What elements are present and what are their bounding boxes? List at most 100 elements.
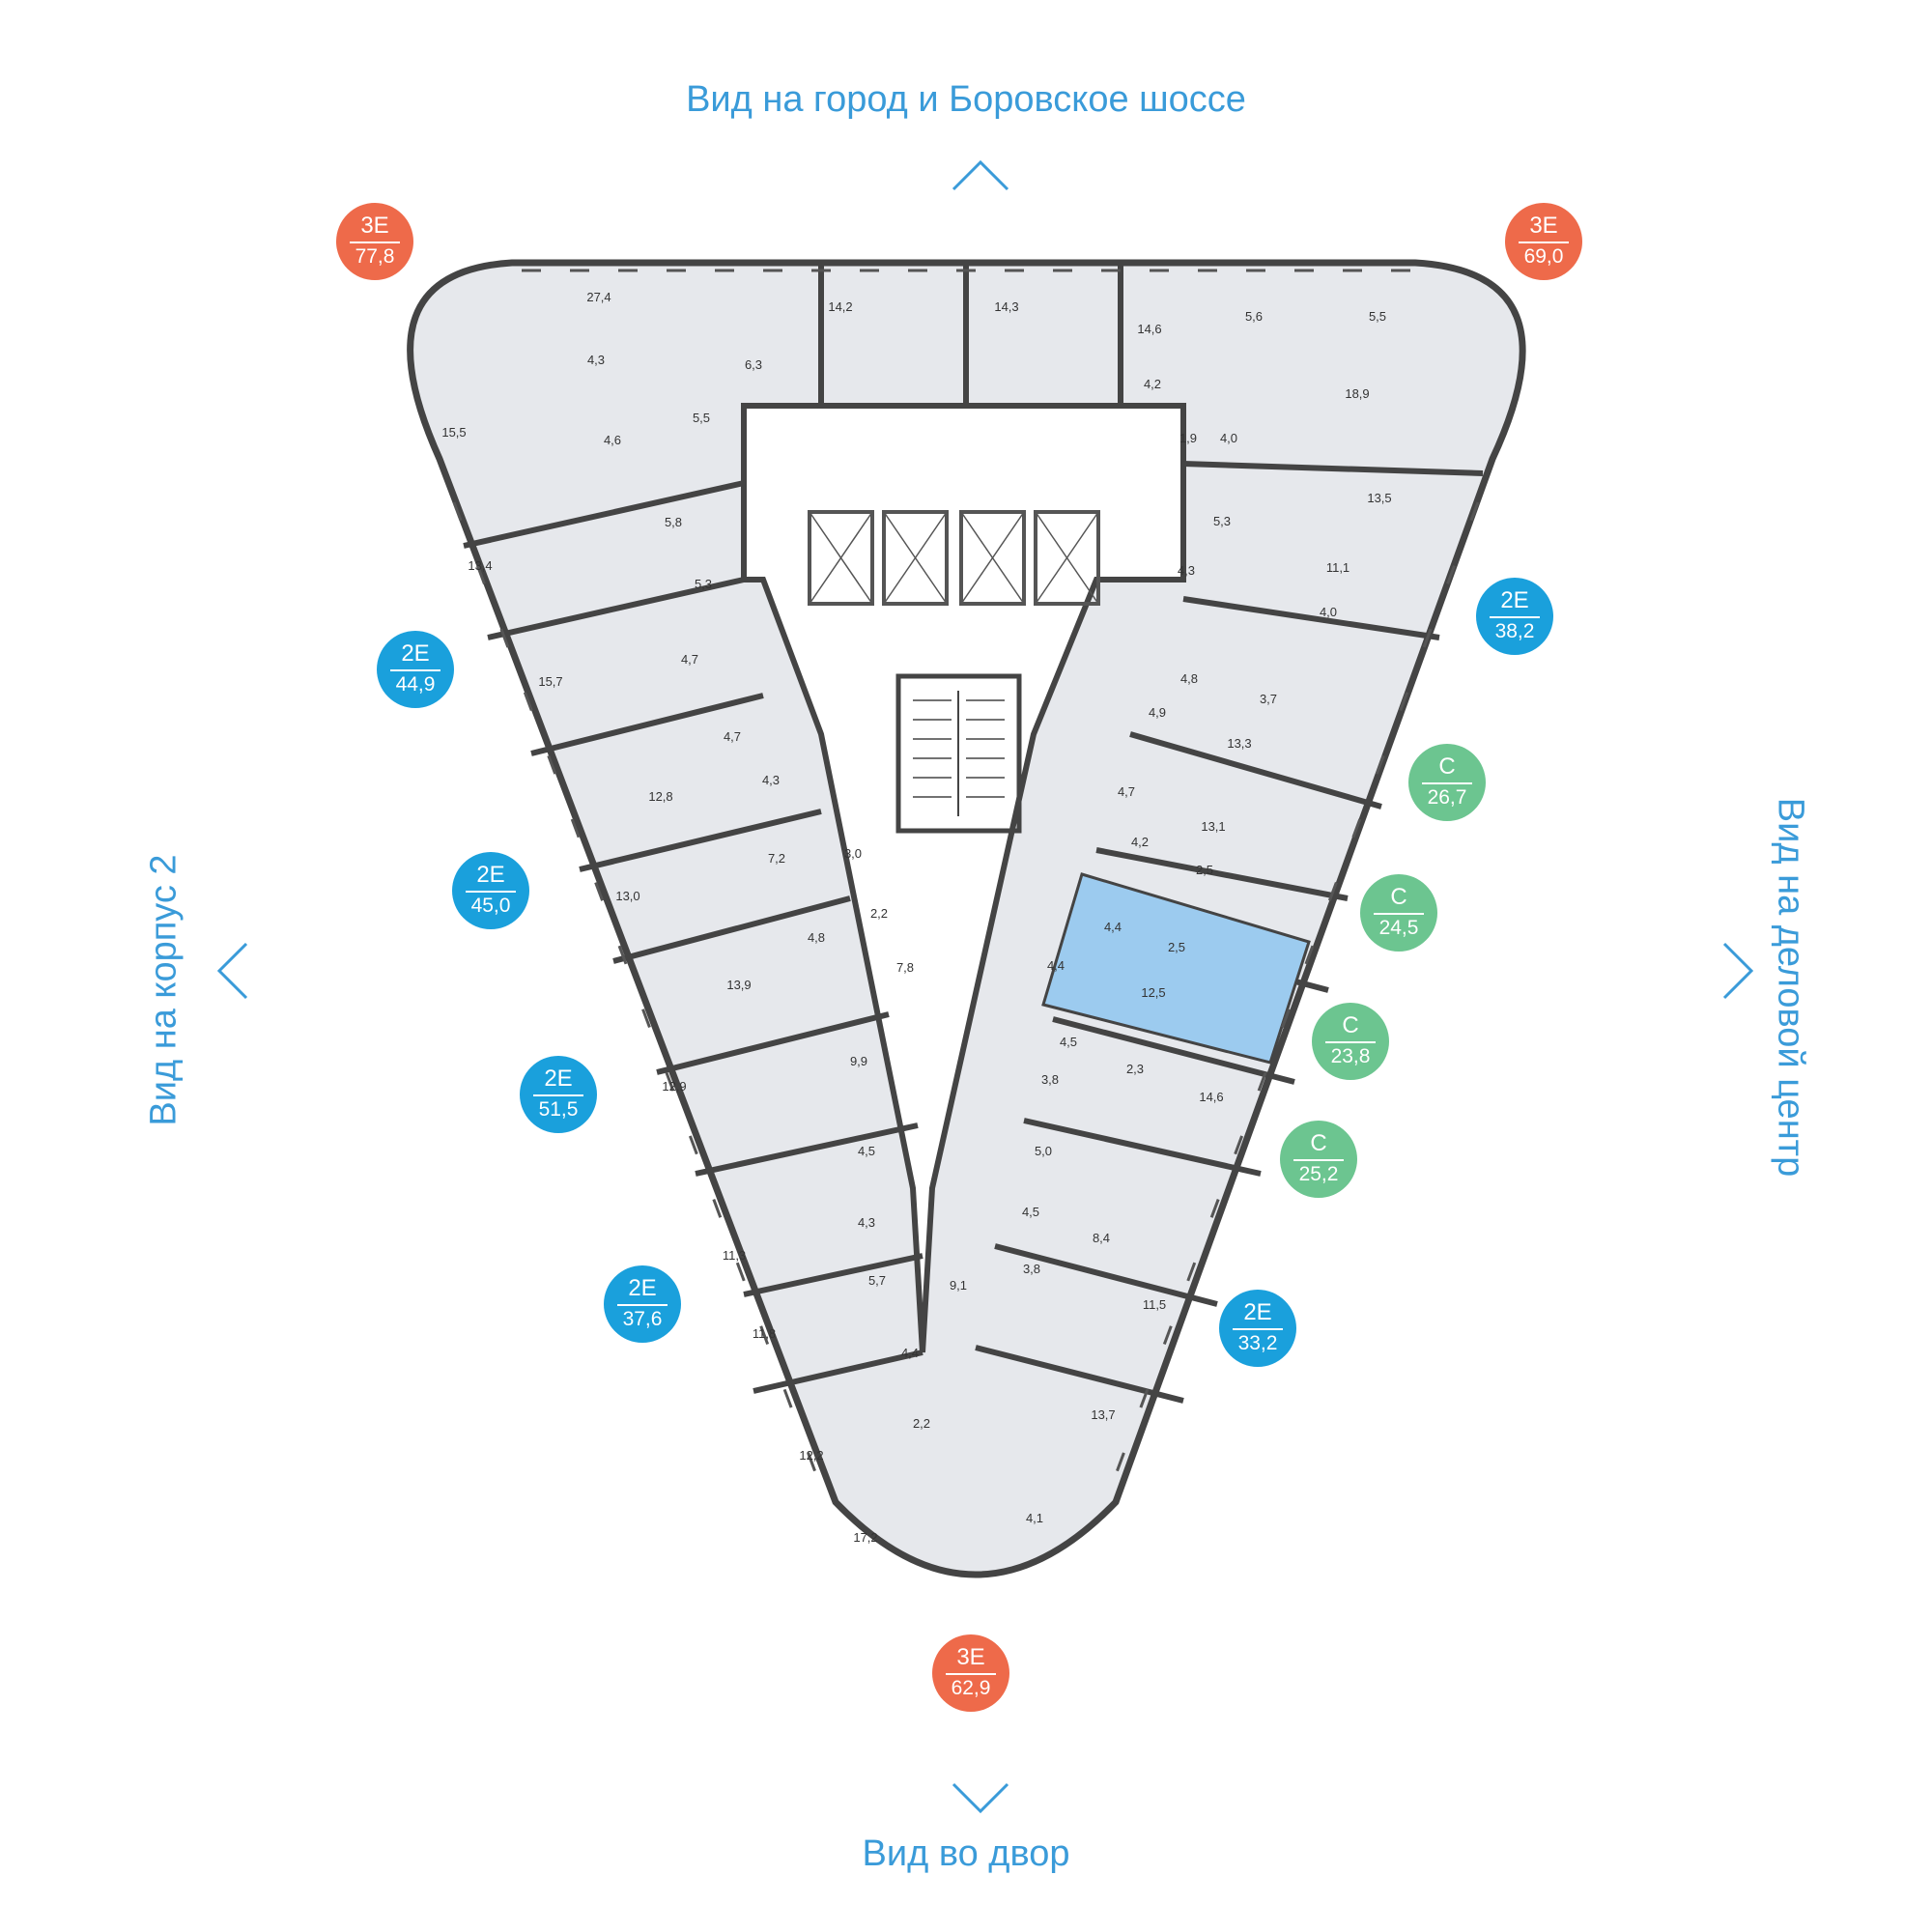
room-area-label: 13,5	[1367, 491, 1391, 505]
room-area-label: 12,5	[1141, 985, 1165, 1000]
apartment-type: С	[1342, 1012, 1359, 1038]
elevator-shafts	[808, 510, 1100, 606]
room-area-label: 4,1	[1026, 1511, 1043, 1525]
room-area-label: 5,5	[693, 411, 710, 425]
badge-divider	[390, 669, 440, 671]
view-label-top: Вид на город и Боровское шоссе	[686, 79, 1246, 120]
room-area-label: 4,0	[1320, 605, 1337, 619]
badge-divider	[1519, 242, 1569, 243]
room-area-label: 4,3	[858, 1215, 875, 1230]
chevron-left-icon[interactable]	[208, 942, 266, 1000]
partition-walls	[463, 263, 1484, 1404]
apartment-badge[interactable]: 2E 37,6	[604, 1265, 681, 1343]
selected-apartment	[1041, 872, 1311, 1065]
apartment-area: 37,6	[622, 1308, 663, 1330]
apartment-area: 44,9	[395, 673, 436, 696]
room-area-label: 3,8	[1023, 1262, 1040, 1276]
apartment-area: 33,2	[1237, 1332, 1278, 1354]
room-area-label: 4,3	[762, 773, 780, 787]
apartment-area: 25,2	[1298, 1163, 1339, 1185]
apartment-type: 2E	[1500, 587, 1529, 613]
room-area-label: 4,2	[1144, 377, 1161, 391]
room-area-label: 7,2	[768, 851, 785, 866]
apartment-type: 3E	[360, 213, 389, 239]
room-area-label: 4,7	[1118, 784, 1135, 799]
room-area-label: 5,3	[1213, 514, 1231, 528]
chevron-down-icon[interactable]	[952, 1773, 1009, 1831]
room-area-label: 5,3	[695, 577, 712, 591]
apartment-type: 2E	[476, 862, 505, 888]
room-area-label: 9,9	[850, 1054, 867, 1068]
badge-divider	[533, 1094, 583, 1096]
apartment-badge[interactable]: 2E 33,2	[1219, 1290, 1296, 1367]
room-area-label: 4,2	[1131, 835, 1149, 849]
room-area-label: 4,5	[858, 1144, 875, 1158]
badge-divider	[1490, 616, 1540, 618]
badge-divider	[350, 242, 400, 243]
apartment-area: 26,7	[1427, 786, 1467, 809]
room-area-label: 5,6	[1245, 309, 1263, 324]
apartment-area: 69,0	[1523, 245, 1564, 268]
room-area-label: 5,7	[868, 1273, 886, 1288]
room-area-label: 5,8	[665, 515, 682, 529]
room-area-label: 2,2	[870, 906, 888, 921]
room-area-label: 4,3	[587, 353, 605, 367]
room-area-label: 13,3	[1227, 736, 1251, 751]
room-area-label: 2,5	[1196, 863, 1213, 877]
facade-windows	[452, 269, 1480, 1489]
badge-divider	[1233, 1328, 1283, 1330]
room-area-label: 11,8	[753, 1326, 776, 1341]
room-area-label: 4,6	[604, 433, 621, 447]
room-area-label: 5,5	[1369, 309, 1386, 324]
room-area-label: 13,4	[468, 558, 492, 573]
apartment-badge[interactable]: 3E 69,0	[1505, 203, 1582, 280]
room-area-label: 2,3	[1126, 1062, 1144, 1076]
apartment-area: 51,5	[538, 1098, 579, 1121]
apartment-badge[interactable]: 2E 38,2	[1476, 578, 1553, 655]
chevron-right-icon[interactable]	[1705, 942, 1763, 1000]
apartment-badge[interactable]: С 23,8	[1312, 1003, 1389, 1080]
apartment-area: 23,8	[1330, 1045, 1371, 1067]
room-area-label: 14,6	[1137, 322, 1161, 336]
room-area-label: 11,5	[1143, 1297, 1166, 1312]
room-area-label: 11,3	[723, 1248, 746, 1263]
room-area-label: 14,3	[994, 299, 1018, 314]
room-area-label: 12,2	[799, 1448, 823, 1463]
room-area-label: 4,5	[1022, 1205, 1039, 1219]
room-area-label: 3,8	[1041, 1072, 1059, 1087]
room-area-label: 15,7	[538, 674, 562, 689]
apartment-badge[interactable]: С 25,2	[1280, 1121, 1357, 1198]
core-corridor	[741, 403, 1186, 1353]
apartment-type: 2E	[1243, 1299, 1272, 1325]
room-area-label: 4,9	[1149, 705, 1166, 720]
apartment-type: 2E	[628, 1275, 657, 1301]
room-area-label: 7,8	[896, 960, 914, 975]
room-area-label: 4,5	[1060, 1035, 1077, 1049]
room-area-label: 4,8	[1180, 671, 1198, 686]
badge-divider	[946, 1673, 996, 1675]
apartment-area: 38,2	[1494, 620, 1535, 642]
apartment-area: 24,5	[1378, 917, 1419, 939]
apartment-type: 3E	[1529, 213, 1558, 239]
room-area-label: 14,2	[828, 299, 852, 314]
apartment-type: С	[1310, 1130, 1327, 1156]
room-area-label: 1,9	[1179, 431, 1197, 445]
room-area-label: 4,0	[1220, 431, 1237, 445]
chevron-up-icon[interactable]	[952, 153, 1009, 211]
badge-divider	[617, 1304, 668, 1306]
room-area-label: 2,5	[1168, 940, 1185, 954]
room-area-label: 13,7	[1091, 1407, 1115, 1422]
room-area-label: 27,4	[586, 290, 611, 304]
view-label-bottom: Вид во двор	[862, 1833, 1070, 1874]
room-area-label: 4,8	[808, 930, 825, 945]
room-area-label: 4,3	[1178, 563, 1195, 578]
